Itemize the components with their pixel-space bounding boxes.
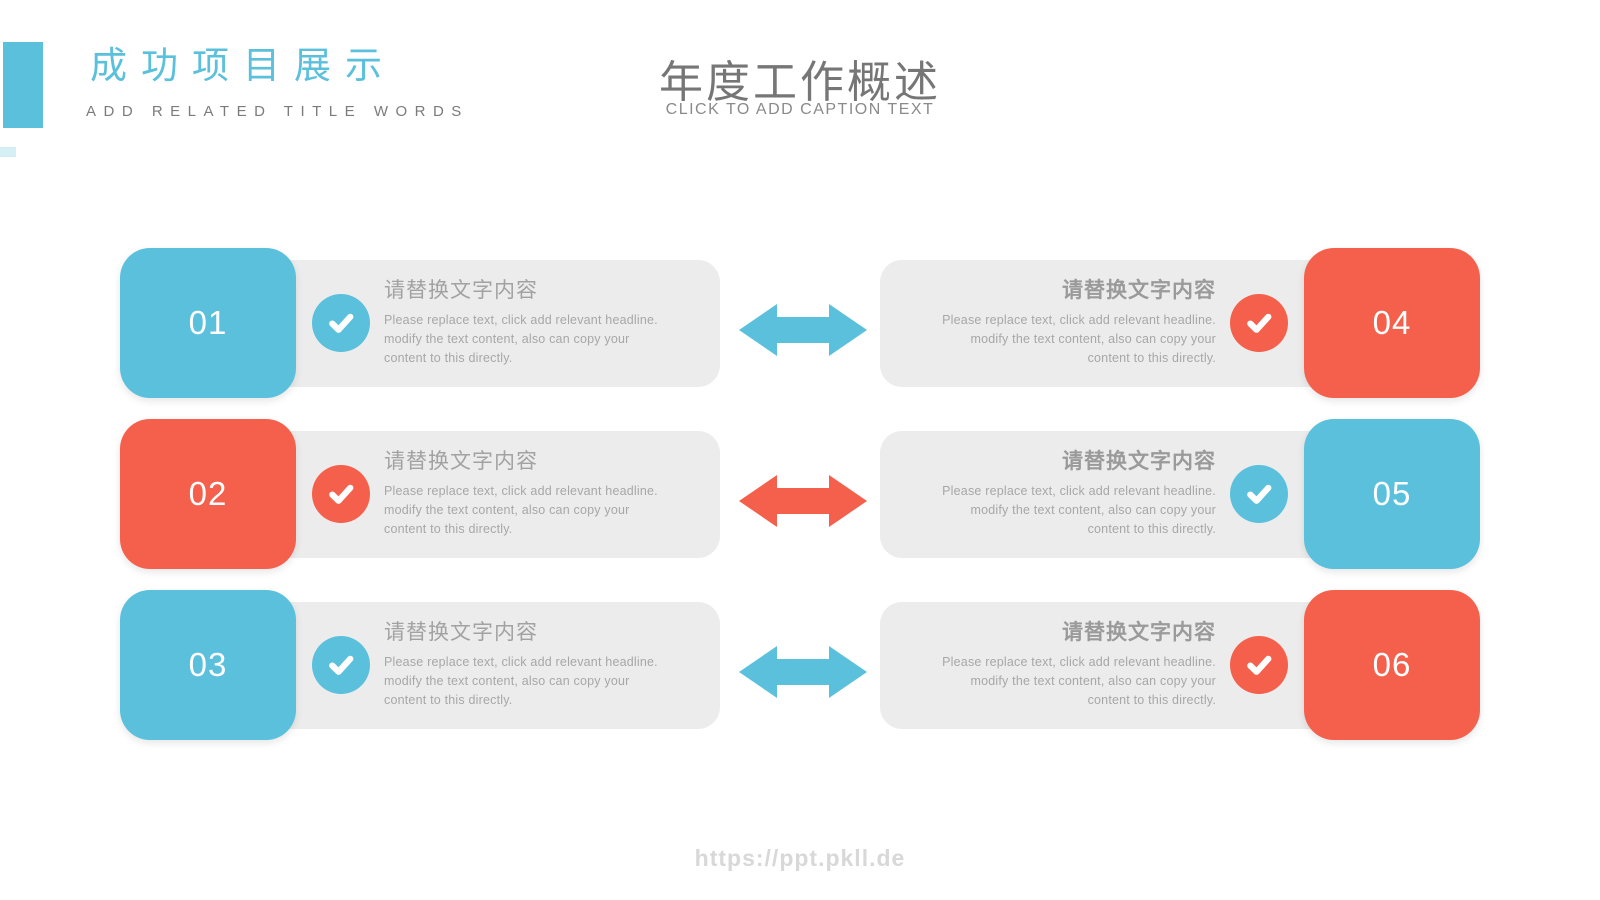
card-heading: 请替换文字内容 — [1062, 279, 1216, 302]
check-icon — [312, 465, 370, 523]
card-heading: 请替换文字内容 — [1062, 450, 1216, 473]
number-tile: 02 — [120, 419, 296, 569]
double-arrow-icon — [739, 646, 867, 698]
diagram-row: 01 请替换文字内容 Please replace text, click ad… — [0, 248, 1600, 398]
double-arrow-icon — [739, 304, 867, 356]
card-body-line: modify the text content, also can copy y… — [384, 332, 630, 346]
placeholder-text-block: 请替换文字内容 Please replace text, click add r… — [384, 274, 694, 368]
slide-caption: CLICK TO ADD CAPTION TEXT — [665, 101, 935, 118]
card-body-line: modify the text content, also can copy y… — [970, 503, 1216, 517]
check-icon — [1230, 465, 1288, 523]
card-heading: 请替换文字内容 — [384, 450, 538, 473]
card-body-line: Please replace text, click add relevant … — [384, 313, 658, 327]
card-body-line: Please replace text, click add relevant … — [942, 655, 1216, 669]
card-heading: 请替换文字内容 — [384, 621, 538, 644]
card-body-line: content to this directly. — [1087, 351, 1216, 365]
card-body-line: modify the text content, also can copy y… — [970, 332, 1216, 346]
section-title: 成功项目展示 — [90, 45, 396, 86]
number-tile: 06 — [1304, 590, 1480, 740]
check-icon — [312, 636, 370, 694]
card-body-line: content to this directly. — [384, 693, 513, 707]
card-heading: 请替换文字内容 — [1062, 621, 1216, 644]
diagram-row: 02 请替换文字内容 Please replace text, click ad… — [0, 419, 1600, 569]
card-body-line: modify the text content, also can copy y… — [970, 674, 1216, 688]
card-body-line: Please replace text, click add relevant … — [384, 484, 658, 498]
diagram-row: 03 请替换文字内容 Please replace text, click ad… — [0, 590, 1600, 740]
placeholder-text-block: 请替换文字内容 Please replace text, click add r… — [384, 445, 694, 539]
card-heading: 请替换文字内容 — [384, 279, 538, 302]
section-subtitle: ADD RELATED TITLE WORDS — [86, 103, 469, 120]
card-body-line: content to this directly. — [1087, 693, 1216, 707]
card-body-line: content to this directly. — [1087, 522, 1216, 536]
placeholder-text-block: 请替换文字内容 Please replace text, click add r… — [906, 274, 1216, 368]
header-accent-block — [3, 42, 43, 128]
number-tile: 01 — [120, 248, 296, 398]
watermark-url: https://ppt.pkll.de — [694, 845, 906, 871]
card-body-line: Please replace text, click add relevant … — [942, 313, 1216, 327]
placeholder-text-block: 请替换文字内容 Please replace text, click add r… — [384, 616, 694, 710]
card-body-line: modify the text content, also can copy y… — [384, 503, 630, 517]
check-icon — [1230, 294, 1288, 352]
card-body-line: Please replace text, click add relevant … — [942, 484, 1216, 498]
card-body-line: Please replace text, click add relevant … — [384, 655, 658, 669]
number-tile: 04 — [1304, 248, 1480, 398]
check-icon — [312, 294, 370, 352]
card-body-line: modify the text content, also can copy y… — [384, 674, 630, 688]
number-tile: 03 — [120, 590, 296, 740]
check-icon — [1230, 636, 1288, 694]
header-accent-fold — [0, 147, 16, 157]
double-arrow-icon — [739, 475, 867, 527]
card-body-line: content to this directly. — [384, 522, 513, 536]
placeholder-text-block: 请替换文字内容 Please replace text, click add r… — [906, 445, 1216, 539]
placeholder-text-block: 请替换文字内容 Please replace text, click add r… — [906, 616, 1216, 710]
slide-title: 年度工作概述 — [659, 58, 941, 107]
card-body-line: content to this directly. — [384, 351, 513, 365]
number-tile: 05 — [1304, 419, 1480, 569]
